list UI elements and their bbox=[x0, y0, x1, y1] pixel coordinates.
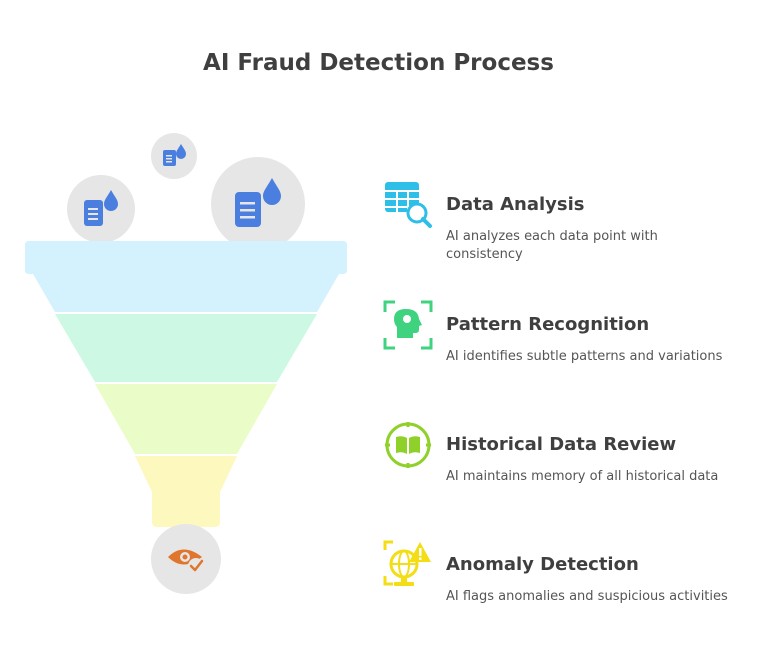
step-title: Anomaly Detection bbox=[446, 554, 639, 575]
input-document-large bbox=[211, 157, 305, 251]
eye-check-icon bbox=[168, 549, 204, 574]
diagram-title: AI Fraud Detection Process bbox=[203, 50, 554, 76]
funnel-layer-4 bbox=[135, 456, 237, 527]
funnel-layer-1 bbox=[25, 241, 347, 312]
input-document-left bbox=[67, 175, 135, 243]
document-drop-icon bbox=[235, 178, 281, 227]
document-drop-icon bbox=[84, 190, 118, 226]
step-description: AI identifies subtle patterns and variat… bbox=[446, 349, 723, 364]
document-drop-icon bbox=[163, 144, 186, 166]
step-description: AI flags anomalies and suspicious activi… bbox=[446, 589, 728, 604]
head-scan-icon bbox=[383, 300, 433, 350]
step-description: AI analyzes each data point with consist… bbox=[446, 229, 658, 262]
step-title: Data Analysis bbox=[446, 194, 585, 215]
globe-alert-icon bbox=[383, 540, 431, 586]
output-node bbox=[151, 524, 221, 594]
funnel-layer-2 bbox=[55, 314, 317, 382]
input-document-small bbox=[151, 133, 197, 179]
step-title: Pattern Recognition bbox=[446, 314, 650, 335]
funnel-layer-3 bbox=[95, 384, 277, 454]
book-clock-icon bbox=[385, 422, 431, 468]
step-title: Historical Data Review bbox=[446, 434, 677, 455]
step-description: AI maintains memory of all historical da… bbox=[446, 469, 719, 484]
table-search-icon bbox=[385, 182, 432, 228]
